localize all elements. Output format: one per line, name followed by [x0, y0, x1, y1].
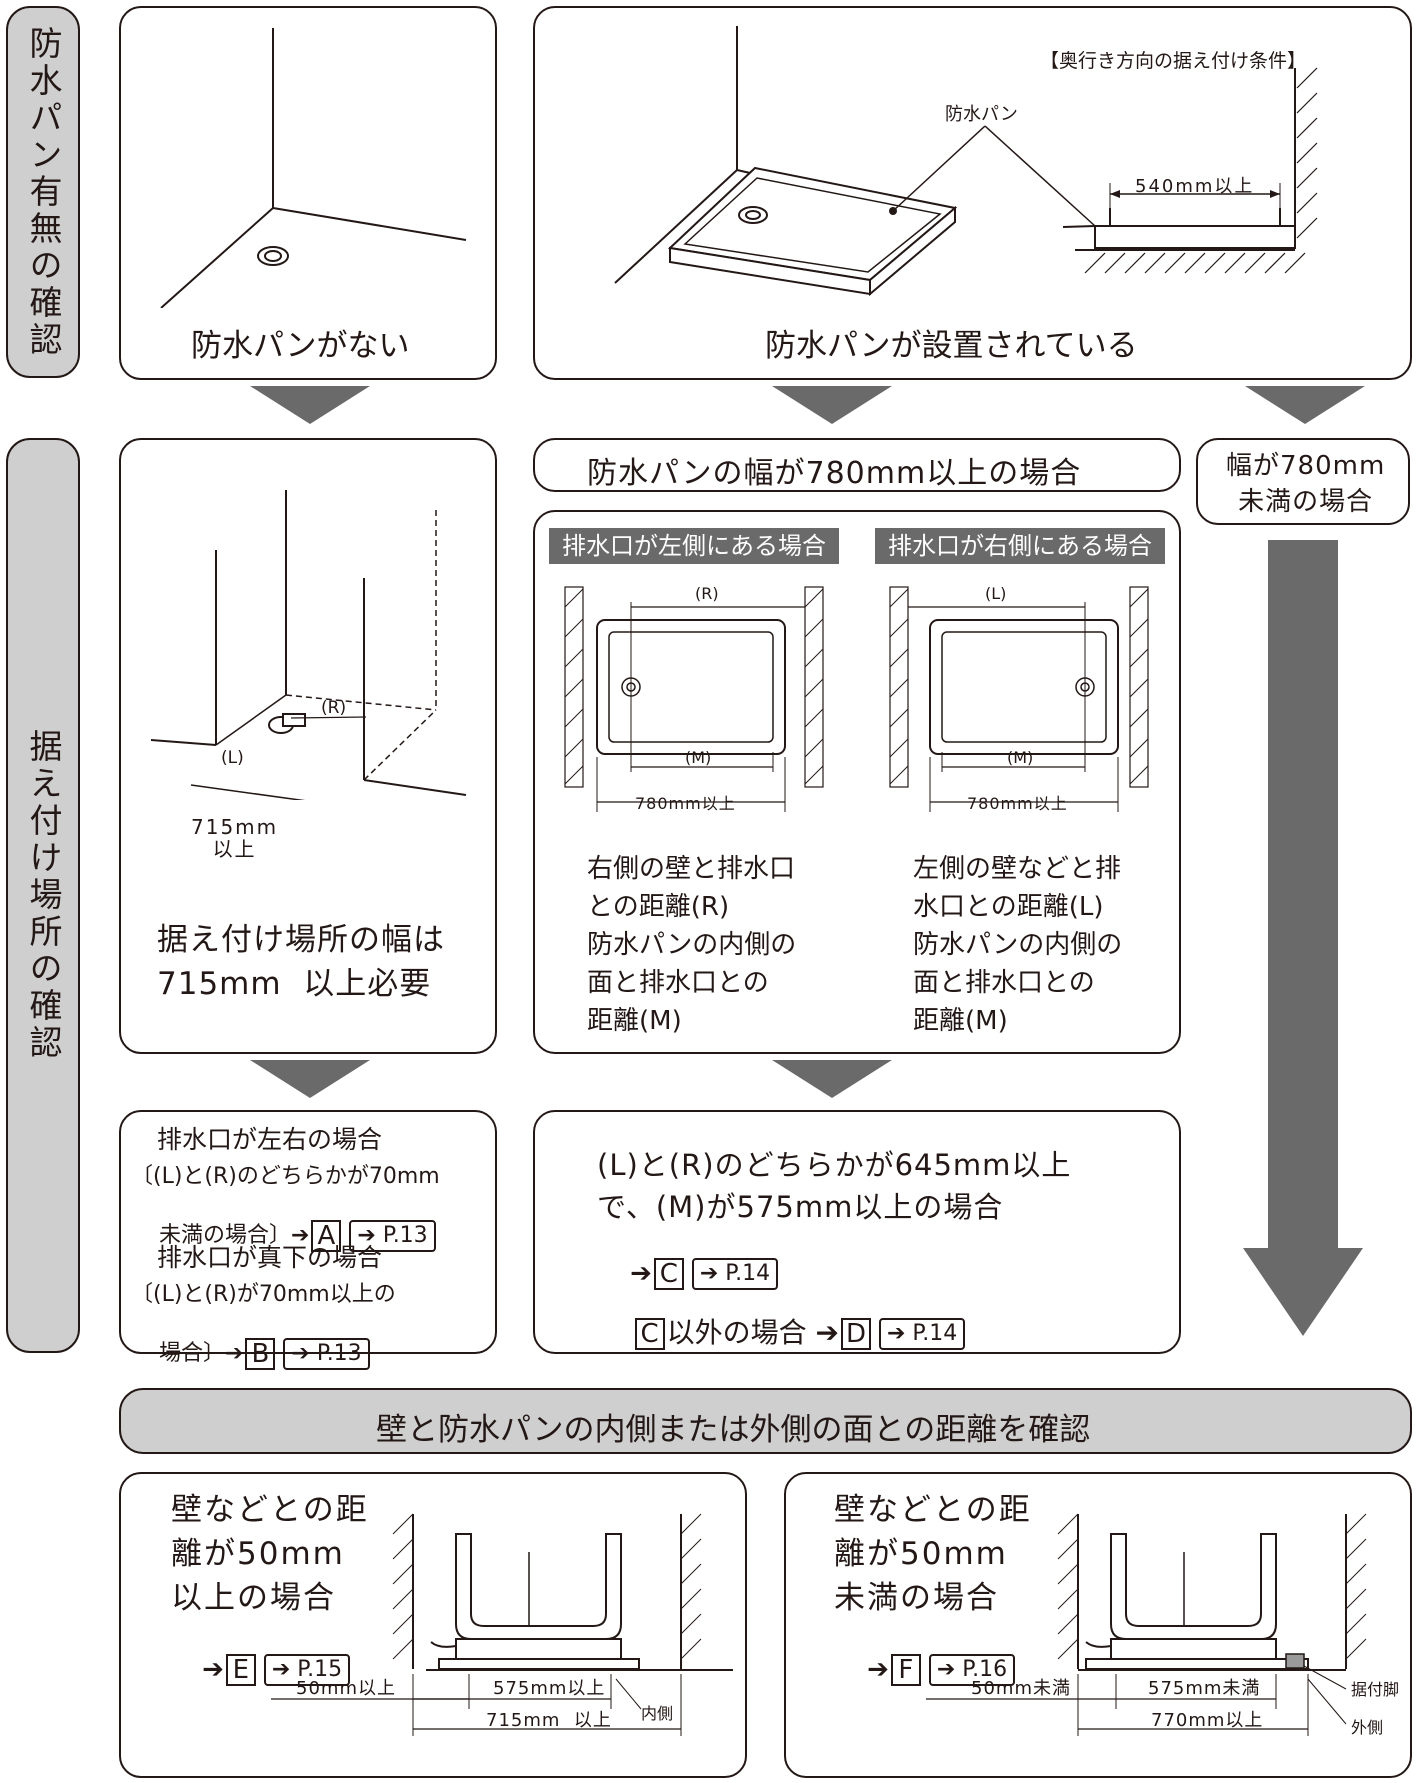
right-dim-m: (M)	[1007, 748, 1034, 767]
wall-over50-text: 壁などとの距 離が50mm 以上の場合	[171, 1492, 369, 1616]
over780-detail-panel: 排水口が左側にある場合 排水口が右側にある場合	[533, 510, 1181, 1054]
down-arrow-4	[250, 1060, 370, 1098]
result-left-line5: 〔(L)と(R)が70mm以上の	[131, 1282, 396, 1307]
ref-c-link[interactable]: ➔ P.14	[691, 1258, 779, 1290]
distance-header: 壁と防水パンの内側または外側の面との距離を確認	[119, 1388, 1412, 1454]
left-dim-r: (R)	[695, 584, 719, 603]
no-pan-location-panel: (R) (L) 715mm 以上 据え付け場所の幅は 715mm 以上必要	[119, 438, 497, 1054]
left-dim-575: 575mm以上	[493, 1678, 606, 1699]
left-dim-m: (M)	[685, 748, 712, 767]
wall-under50-text: 壁などとの距 離が50mm 未満の場合	[834, 1492, 1032, 1616]
pan-label: 防水パン	[945, 104, 1018, 125]
down-arrow-1	[250, 386, 370, 424]
ref-d-link[interactable]: ➔ P.14	[878, 1318, 966, 1350]
result-left-line6: 場合〕➔B➔ P.13	[131, 1310, 370, 1395]
distance-header-text: 壁と防水パンの内側または外側の面との距離を確認	[376, 1412, 1091, 1448]
right-dim-780: 780mm以上	[967, 794, 1068, 813]
result-mid-line1: (L)と(R)のどちらかが645mm以上	[597, 1148, 1072, 1182]
sidebar-check-pan-label: 防水パン有無の確認	[24, 25, 63, 359]
sidebar-check-location-label: 据え付け場所の確認	[24, 729, 63, 1062]
result-mid-line3: ➔C➔ P.14	[597, 1228, 779, 1320]
letter-f: F	[890, 1654, 921, 1686]
over780-header: 防水パンの幅が780mm以上の場合	[533, 438, 1181, 492]
sidebar-check-location: 据え付け場所の確認	[6, 438, 80, 1353]
depth-dimension: 540mm以上	[1135, 176, 1255, 197]
no-pan-caption: 防水パンがない	[191, 328, 410, 364]
no-pan-dim-715: 715mm 以上	[191, 815, 279, 861]
no-pan-width-text: 据え付け場所の幅は 715mm 以上必要	[157, 922, 445, 1002]
right-dim-770: 770mm以上	[1151, 1710, 1264, 1731]
letter-c: C	[653, 1258, 684, 1290]
right-dim-575: 575mm未満	[1148, 1678, 1261, 1699]
no-pan-panel: 防水パンがない	[119, 6, 497, 380]
arrow-c: ➔	[630, 1258, 652, 1289]
result-left-line2: 〔(L)と(R)のどちらかが70mm	[131, 1164, 440, 1189]
left-dim-780: 780mm以上	[635, 794, 736, 813]
other-case-text: 以外の場合 ➔	[666, 1316, 839, 1349]
result-no-pan-panel: 排水口が左右の場合 〔(L)と(R)のどちらかが70mm 未満の場合〕➔A➔ P…	[119, 1110, 497, 1370]
left-drain-description: 右側の壁と排水口 との距離(R) 防水パンの内側の 面と排水口との 距離(M)	[587, 854, 797, 1036]
left-dim-715: 715mm 以上	[486, 1710, 612, 1731]
letter-e: E	[225, 1654, 256, 1686]
depth-condition-label: 【奥行き方向の据え付け条件】	[1040, 50, 1307, 72]
right-foot-label: 据付脚	[1351, 1680, 1400, 1699]
wall-over50-illustration	[271, 1513, 733, 1736]
wall-over50-panel: 壁などとの距 離が50mm 以上の場合 ➔E➔ P.15 50mm以上 575m…	[119, 1472, 747, 1778]
result-over780-panel: (L)と(R)のどちらかが645mm以上 で、(M)が575mm以上の場合 ➔C…	[533, 1110, 1181, 1354]
wall-over50-action: ➔E➔ P.15	[169, 1624, 351, 1716]
no-pan-illustration	[160, 28, 467, 308]
pan-installed-illustration	[614, 26, 1318, 297]
ref-a-link[interactable]: ➔ P.13	[349, 1220, 436, 1252]
under780-long-arrow	[1268, 540, 1338, 1250]
result-mid-line2: で、(M)が575mm以上の場合	[597, 1190, 1004, 1224]
no-pan-dim-l: (L)	[221, 748, 244, 768]
no-pan-dim-r: (R)	[321, 698, 347, 718]
left-drain-band: 排水口が左側にある場合	[549, 528, 839, 564]
down-arrow-5	[772, 1060, 892, 1098]
pan-installed-caption: 防水パンが設置されている	[765, 328, 1138, 364]
wall-under50-action: ➔F➔ P.16	[834, 1624, 1016, 1716]
over780-header-text: 防水パンの幅が780mm以上の場合	[587, 456, 1082, 491]
left-dim-50: 50mm以上	[296, 1678, 396, 1699]
drain-diagrams	[564, 586, 1149, 812]
right-dim-l: (L)	[985, 584, 1007, 603]
under780-header: 幅が780mm 未満の場合	[1196, 438, 1410, 525]
under780-header-text: 幅が780mm 未満の場合	[1226, 451, 1386, 517]
result-left-line3-text: 未満の場合〕➔	[158, 1223, 310, 1248]
arrow-f: ➔	[867, 1654, 889, 1685]
result-left-line6-text: 場合〕➔	[158, 1341, 244, 1366]
right-outer-label: 外側	[1351, 1718, 1384, 1737]
right-dim-50: 50mm未満	[971, 1678, 1071, 1699]
letter-c-2: C	[634, 1318, 665, 1350]
letter-b: B	[245, 1338, 276, 1370]
letter-a: A	[311, 1220, 342, 1252]
letter-d: D	[840, 1318, 871, 1350]
right-drain-band: 排水口が右側にある場合	[875, 528, 1165, 564]
down-arrow-2	[772, 386, 892, 424]
arrow-e: ➔	[202, 1654, 224, 1685]
sidebar-check-pan: 防水パン有無の確認	[6, 6, 80, 378]
ref-f-link[interactable]: ➔ P.16	[928, 1654, 1016, 1686]
under780-long-arrow-head	[1243, 1248, 1363, 1336]
pan-installed-panel: 【奥行き方向の据え付け条件】 防水パン 540mm以上 防水パンが設置されている	[533, 6, 1412, 380]
result-left-line1: 排水口が左右の場合	[157, 1125, 383, 1154]
result-left-line4: 排水口が真下の場合	[157, 1243, 383, 1272]
wall-under50-illustration	[926, 1513, 1367, 1736]
down-arrow-3	[1245, 386, 1365, 424]
ref-b-link[interactable]: ➔ P.13	[283, 1338, 370, 1370]
right-drain-description: 左側の壁などと排 水口との距離(L) 防水パンの内側の 面と排水口との 距離(M…	[913, 854, 1123, 1036]
left-inner-label: 内側	[641, 1704, 674, 1723]
result-left-line3: 未満の場合〕➔A➔ P.13	[131, 1192, 436, 1277]
ref-e-link[interactable]: ➔ P.15	[263, 1654, 351, 1686]
wall-under50-panel: 壁などとの距 離が50mm 未満の場合 ➔F➔ P.16 50mm未満 575m…	[784, 1472, 1412, 1778]
no-pan-location-illustration	[150, 490, 467, 800]
